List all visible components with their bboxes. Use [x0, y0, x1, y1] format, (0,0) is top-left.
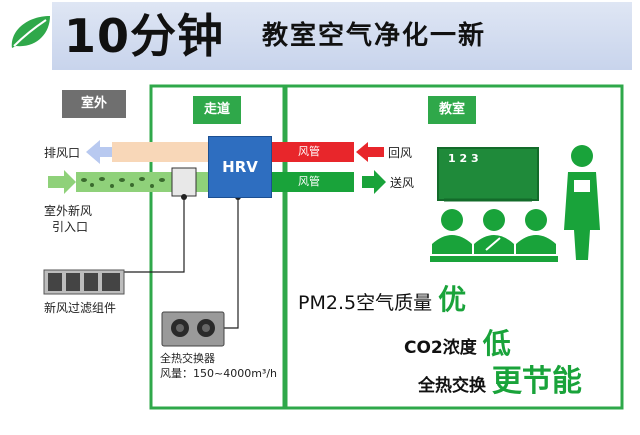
exhaust-arrow-icon: [86, 140, 112, 164]
return-duct: [270, 142, 354, 162]
fresh-air-inlet-label-2: 引入口: [52, 220, 89, 234]
benefit-pm: PM2.5空气质量 优: [298, 286, 466, 317]
benefit-energy-text: 全热交换: [418, 376, 486, 396]
filter-box: [171, 167, 197, 197]
benefit-energy: 全热交换 更节能: [418, 367, 582, 400]
supply-air-label: 送风: [390, 176, 415, 190]
heat-exchanger-icon: [161, 311, 225, 347]
zone-label-outdoor: 室外: [62, 90, 126, 118]
title-subtitle: 教室空气净化一新: [262, 21, 487, 51]
supply-air-arrow-icon: [362, 170, 386, 194]
benefit-pm-grade: 优: [438, 283, 467, 316]
fresh-air-particles: [81, 177, 165, 188]
supply-duct: [270, 172, 354, 192]
teacher-icon: [564, 145, 600, 260]
classroom-frame: [284, 84, 624, 410]
filter-label: 新风过滤组件: [44, 301, 117, 315]
benefit-co2: CO2浓度 低: [404, 330, 511, 362]
benefit-co2-text: CO2浓度: [404, 338, 477, 358]
fresh-air-inlet-label-1: 室外新风: [44, 204, 93, 218]
exchanger-airflow-label: 风量：150~4000m³/h: [160, 367, 278, 380]
student-icon-1: [430, 209, 474, 262]
leaf-icon: [11, 16, 50, 48]
header-band: [52, 2, 632, 70]
blackboard-icon: [437, 147, 539, 202]
blackboard-text: 1 2 3: [448, 152, 479, 165]
benefit-pm-text: PM2.5空气质量: [298, 292, 433, 314]
hrv-unit: HRV: [208, 136, 272, 198]
student-icon-3: [514, 209, 558, 262]
exchanger-connector: [224, 196, 239, 329]
benefit-energy-grade: 更节能: [491, 364, 582, 399]
fresh-air-arrow-icon: [48, 170, 76, 194]
exhaust-label: 排风口: [44, 146, 81, 160]
filter-component-icon: [43, 269, 125, 295]
filter-connector: [108, 196, 185, 273]
return-air-arrow-icon: [356, 142, 384, 162]
benefit-co2-grade: 低: [482, 327, 511, 360]
zone-label-corridor: 走道: [193, 96, 241, 124]
zone-label-classroom: 教室: [428, 96, 476, 124]
duct-label-bottom: 风管: [298, 175, 320, 188]
title-duration: 10分钟: [64, 9, 225, 63]
student-icon-2: [472, 209, 516, 262]
exhaust-duct: [112, 142, 208, 162]
return-air-label: 回风: [388, 146, 413, 160]
corridor-frame: [149, 84, 286, 410]
exchanger-name-label: 全热交换器: [160, 352, 215, 365]
duct-label-top: 风管: [298, 145, 320, 158]
